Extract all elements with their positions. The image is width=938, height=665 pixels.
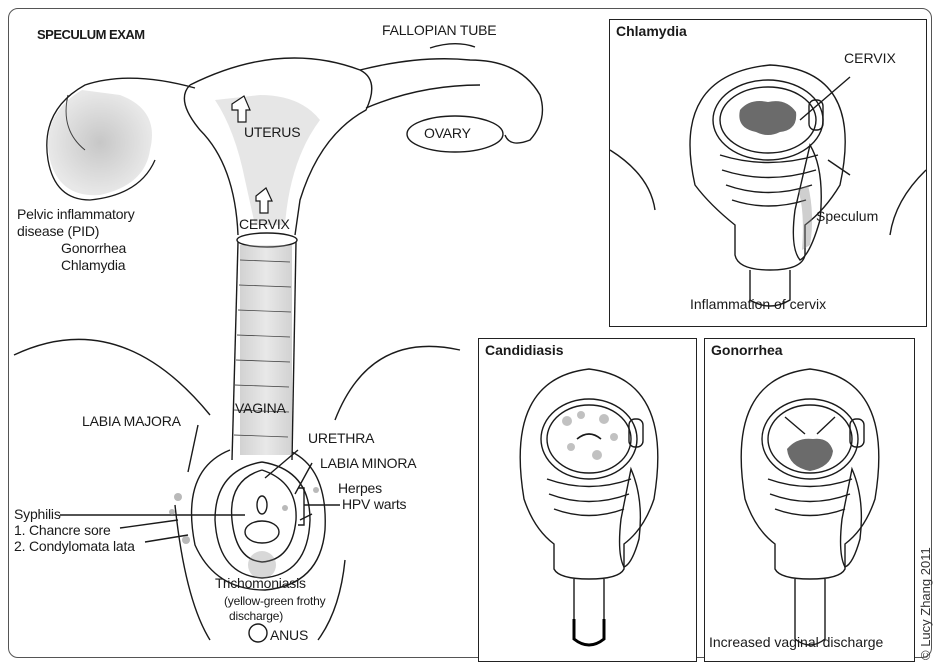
label-labia-majora: LABIA MAJORA xyxy=(82,413,181,429)
label-pid-1: Pelvic inflammatory xyxy=(17,206,135,222)
label-pid-chlamydia: Chlamydia xyxy=(61,257,125,273)
chlamydia-label-cervix: CERVIX xyxy=(844,50,896,66)
panel-gonorrhea-title: Gonorrhea xyxy=(711,342,783,358)
panel-candidiasis: Candidiasis xyxy=(478,338,697,662)
label-chancre: 1. Chancre sore xyxy=(14,522,111,538)
label-uterus: UTERUS xyxy=(244,124,300,140)
label-ovary: OVARY xyxy=(424,125,471,141)
label-urethra: URETHRA xyxy=(308,430,374,446)
label-fallopian-tube: FALLOPIAN TUBE xyxy=(382,22,496,38)
label-labia-minora: LABIA MINORA xyxy=(320,455,416,471)
copyright-credit: © Lucy Zhang 2011 xyxy=(918,547,933,660)
label-trich-desc-1: (yellow-green frothy xyxy=(224,593,325,609)
label-anus: ANUS xyxy=(270,627,308,643)
gonorrhea-drawing xyxy=(705,339,914,661)
label-hpv-warts: HPV warts xyxy=(342,496,406,512)
candidiasis-drawing xyxy=(479,339,696,661)
gonorrhea-caption: Increased vaginal discharge xyxy=(709,634,883,650)
panel-chlamydia-title: Chlamydia xyxy=(616,23,687,39)
label-pid-2: disease (PID) xyxy=(17,223,99,239)
panel-gonorrhea: Gonorrhea Increased vaginal discharge xyxy=(704,338,915,662)
label-herpes: Herpes xyxy=(338,480,382,496)
main-title: SPECULUM EXAM xyxy=(37,27,145,43)
label-trichomoniasis: Trichomoniasis xyxy=(215,575,306,591)
chlamydia-caption: Inflammation of cervix xyxy=(690,296,826,312)
chlamydia-label-speculum: Speculum xyxy=(816,208,878,224)
label-syphilis: Syphilis xyxy=(14,506,61,522)
label-cervix: CERVIX xyxy=(239,216,290,232)
label-pid-gonorrhea: Gonorrhea xyxy=(61,240,126,256)
panel-chlamydia: Chlamydia CERVIX Speculum Inflammation o… xyxy=(609,19,927,327)
panel-candidiasis-title: Candidiasis xyxy=(485,342,564,358)
label-condylomata: 2. Condylomata lata xyxy=(14,538,135,554)
label-vagina: VAGINA xyxy=(235,400,286,416)
label-trich-desc-2: discharge) xyxy=(229,608,283,624)
